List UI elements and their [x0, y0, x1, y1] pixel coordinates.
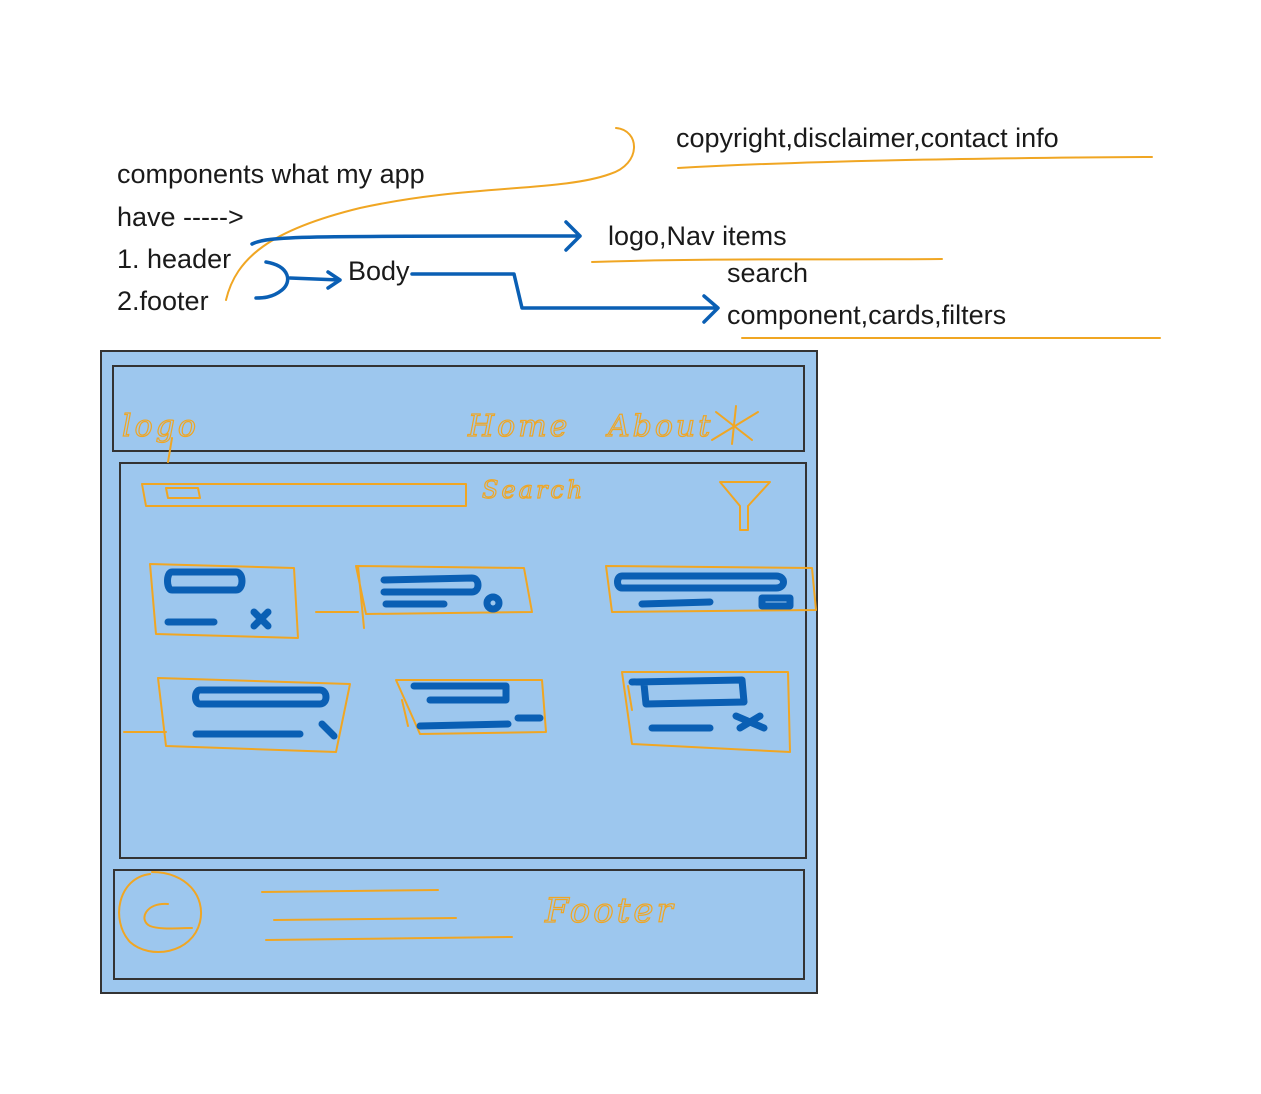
wireframe-logo-label: logo: [122, 409, 199, 444]
card-4-outline: [123, 677, 351, 753]
card-6-icon: [732, 712, 768, 732]
card-4-icon: [318, 720, 338, 740]
card-6-title-bar: [628, 676, 748, 708]
body-box: [119, 462, 807, 859]
header-desc-underline: [591, 258, 943, 263]
card-3-title-bar: [614, 572, 787, 592]
body-description-line2: component,cards,filters: [727, 300, 1007, 330]
wireframe-footer-label: Footer: [544, 891, 676, 931]
header-description: logo,Nav items: [608, 221, 787, 251]
footer-connector-line: [225, 127, 635, 301]
card-3-outline: [605, 565, 817, 613]
logo-connector-tail: [167, 437, 173, 463]
header-menu-icon: [711, 405, 759, 445]
body-brace: [254, 260, 342, 300]
card-6-outline: [621, 671, 791, 753]
wireframe-nav-home: Home: [467, 409, 570, 444]
card-2-outline: [355, 565, 533, 629]
card-3-icon: [758, 594, 794, 610]
card-2-title-bar: [380, 574, 482, 596]
footer-copyright-icon: [118, 871, 203, 954]
wireframe-search-label: Search: [482, 476, 585, 504]
card-1-title-bar: [164, 568, 246, 594]
wireframe-nav-about: About: [605, 409, 713, 444]
search-bar-sketch: [141, 483, 467, 507]
filter-funnel-icon: [719, 481, 771, 531]
body-label: Body: [348, 256, 410, 286]
body-arrow: [410, 272, 720, 324]
intro-text-line2: have ----->: [117, 202, 244, 232]
card-2-icon: [483, 593, 503, 613]
card-3-text-bar: [638, 598, 714, 608]
card-5-title-bar: [410, 682, 510, 704]
footer-list-item: 2.footer: [117, 286, 209, 316]
body-description-line1: search: [727, 258, 809, 288]
card-1-icon: [250, 608, 272, 630]
footer-description: copyright,disclaimer,contact info: [676, 123, 1059, 153]
footer-text-lines: [261, 889, 513, 941]
card-5-outline: [395, 679, 547, 735]
header-list-item: 1. header: [117, 244, 232, 274]
header-arrow: [250, 220, 582, 252]
footer-box: [113, 869, 805, 980]
intro-text-line1: components what my app: [117, 159, 425, 189]
footer-desc-underline: [677, 156, 1153, 169]
card-1-outline: [149, 563, 359, 639]
card-4-title-bar: [192, 686, 330, 708]
header-box: [112, 365, 805, 452]
card-5-text-bar: [416, 720, 512, 730]
